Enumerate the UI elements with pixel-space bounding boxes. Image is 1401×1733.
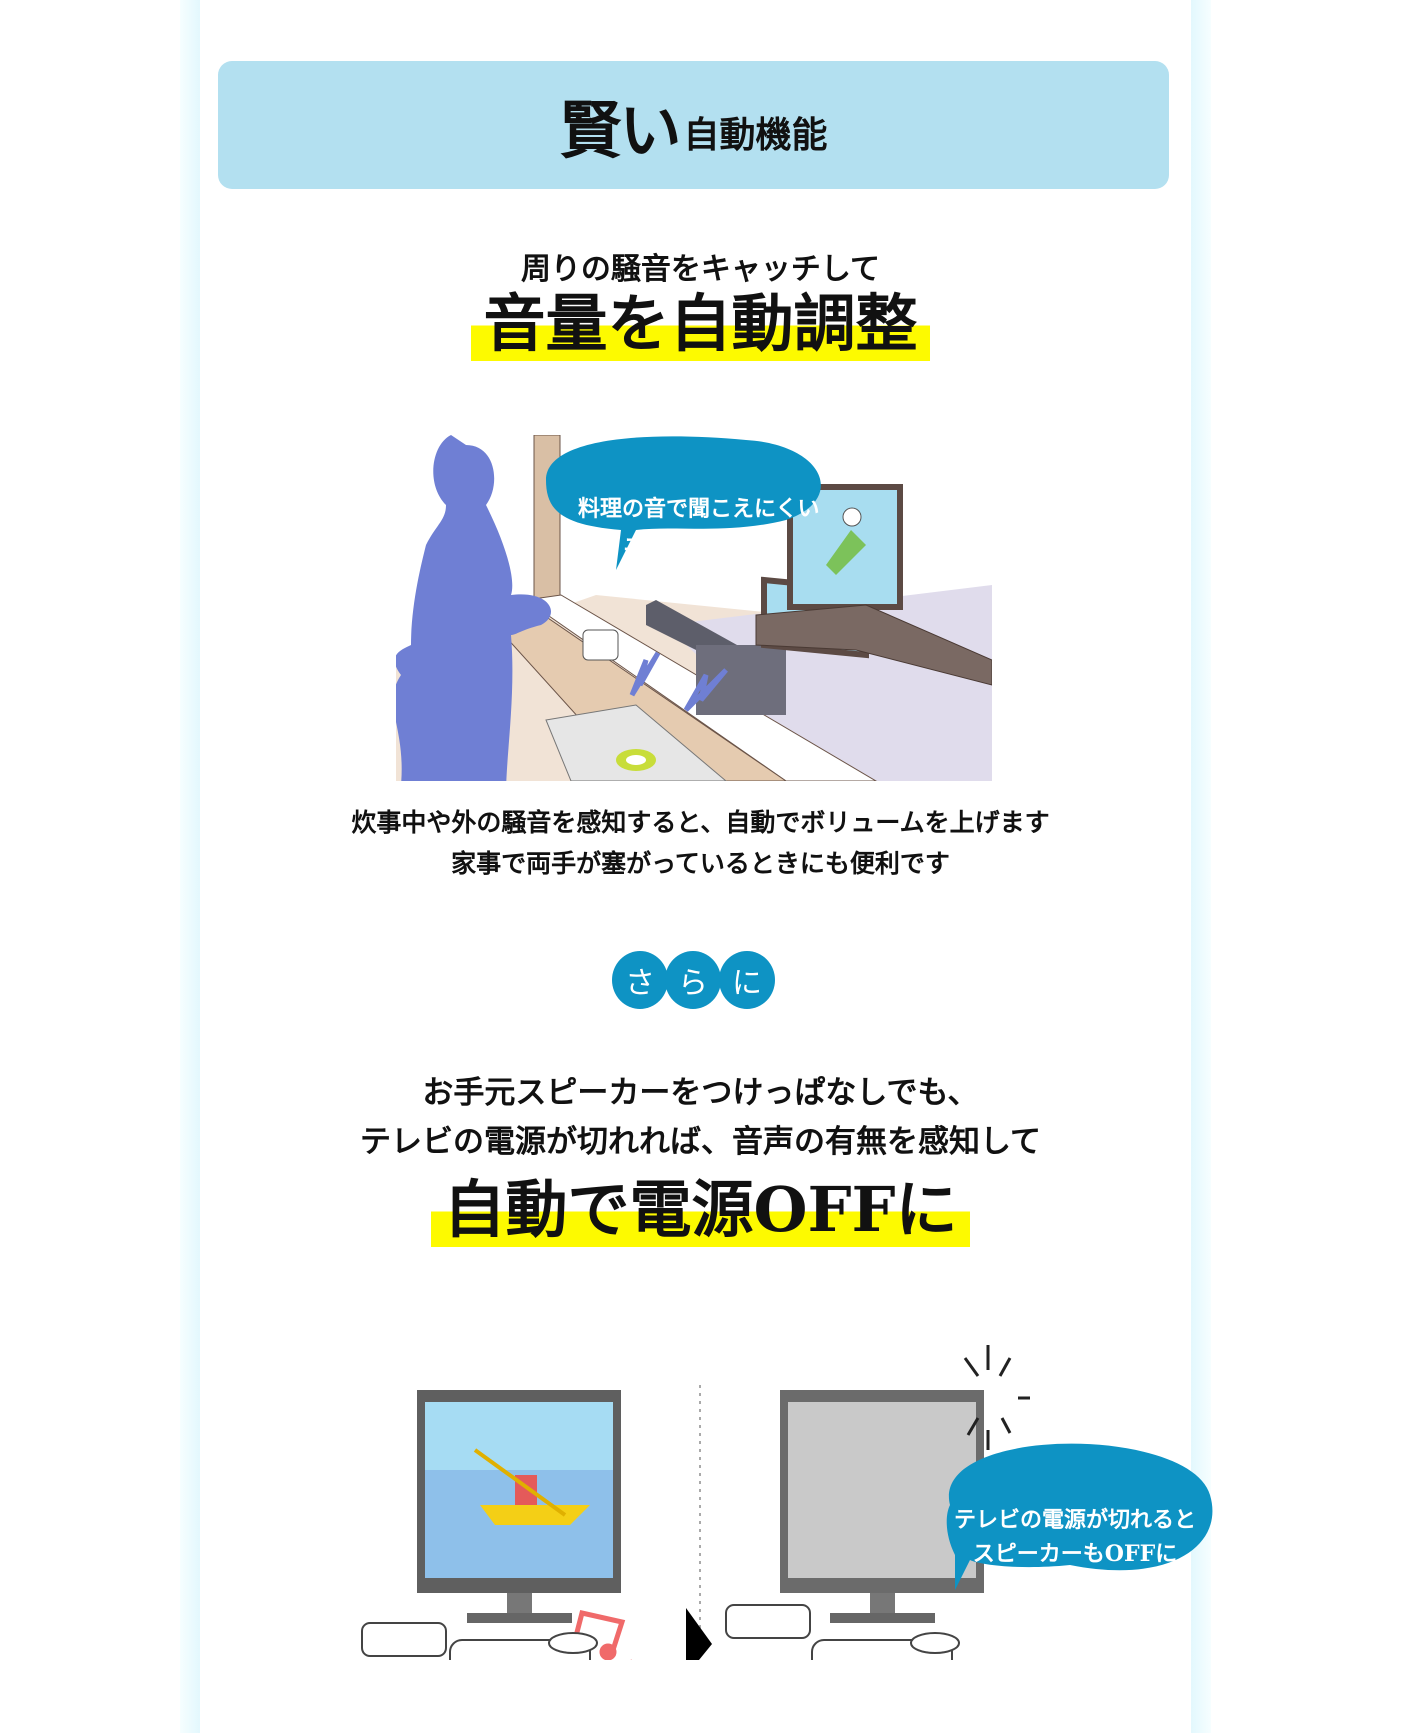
speaker-icon-left: [449, 1632, 598, 1660]
section2-headline: 自動で電源OFFに: [431, 1173, 970, 1248]
section2-description: お手元スピーカーをつけっぱなしでも、 テレビの電源が切れれば、音声の有無を感知し…: [0, 1069, 1401, 1167]
sarani-circle-2: ら: [665, 951, 721, 1009]
section1-description-line-1: 炊事中や外の騒音を感知すると、自動でボリュームを上げます: [351, 808, 1050, 837]
section2-description-line-1: お手元スピーカーをつけっぱなしでも、: [422, 1075, 979, 1111]
section-title-panel: 賢い 自動機能: [218, 61, 1169, 189]
kitchen-bubble-line-1: 料理の音で聞こえにくい: [578, 496, 820, 522]
tv-power-off-illustration: [361, 1345, 1213, 1660]
title-small: 自動機能: [683, 114, 828, 156]
sarani-circle-3: に: [719, 951, 775, 1009]
tv-bubble-text: テレビの電源が切れると スピーカーもOFFに: [950, 1503, 1200, 1571]
tv-off-icon: [725, 1345, 1030, 1639]
section1-description-line-2: 家事で両手が塞がっているときにも便利です: [451, 849, 950, 878]
tv-bubble-line-2: スピーカーもOFFに: [972, 1541, 1178, 1567]
speech-bubble: [946, 1443, 1213, 1590]
section2-description-line-2: テレビの電源が切れれば、音声の有無を感知して: [359, 1124, 1042, 1160]
section2-headline-wrap: 自動で電源OFFに: [0, 1173, 1401, 1248]
kitchen-bubble-text: 料理の音で聞こえにくい ボリュームUP！: [578, 492, 820, 560]
title-big: 賢い: [559, 94, 681, 167]
tv-bubble-line-1: テレビの電源が切れると: [953, 1507, 1196, 1533]
speaker-icon-right: [811, 1632, 960, 1660]
sarani-circle-1: さ: [612, 951, 668, 1009]
kitchen-bubble-line-2: ボリュームUP！: [578, 530, 746, 556]
tv-on-icon: [361, 1390, 621, 1657]
right-border-strip: [1191, 0, 1211, 1733]
section1-headline: 音量を自動調整: [471, 287, 930, 362]
kitchen-illustration: [396, 435, 992, 781]
arrow-right-icon: [686, 1608, 712, 1660]
section1-description: 炊事中や外の騒音を感知すると、自動でボリュームを上げます 家事で両手が塞がってい…: [0, 802, 1401, 884]
section1-headline-wrap: 音量を自動調整: [0, 287, 1401, 362]
section1-subtitle: 周りの騒音をキャッチして: [520, 252, 881, 287]
left-border-strip: [180, 0, 200, 1733]
